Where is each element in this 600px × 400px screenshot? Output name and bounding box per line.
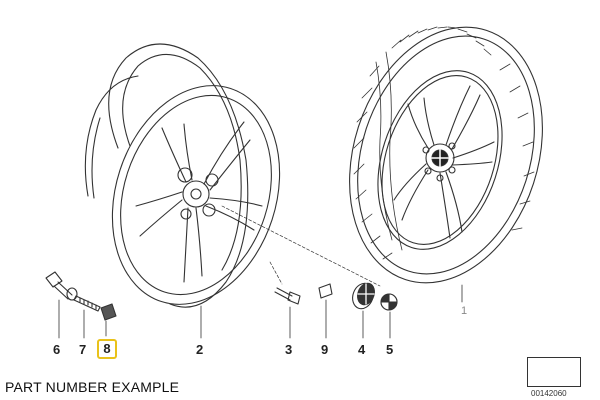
complete-wheel-tire xyxy=(349,26,543,303)
part-label-2[interactable]: 2 xyxy=(196,342,204,357)
valve-part-6 xyxy=(45,271,78,339)
valve-stem-part-7 xyxy=(73,295,101,339)
part-label-4[interactable]: 4 xyxy=(358,342,366,357)
emblem-part-5 xyxy=(380,293,398,339)
catalog-icon-frame xyxy=(527,357,581,387)
catalog-code: 00142060 xyxy=(531,389,567,398)
part-label-8-highlighted[interactable]: 8 xyxy=(97,339,117,359)
part-label-6[interactable]: 6 xyxy=(53,342,61,357)
part-label-1[interactable]: 1 xyxy=(461,305,468,317)
hub-cap-part-4 xyxy=(352,282,375,339)
light-alloy-rim xyxy=(84,43,381,339)
part-label-5[interactable]: 5 xyxy=(386,342,394,357)
valve-cap-part-8 xyxy=(100,303,117,337)
wheel-bolt-part-3 xyxy=(269,261,301,339)
part-number-caption: PART NUMBER EXAMPLE xyxy=(5,379,180,395)
part-label-3[interactable]: 3 xyxy=(285,342,293,357)
part-label-7[interactable]: 7 xyxy=(79,342,87,357)
part-label-9[interactable]: 9 xyxy=(321,342,329,357)
plate-part-9 xyxy=(318,283,333,339)
